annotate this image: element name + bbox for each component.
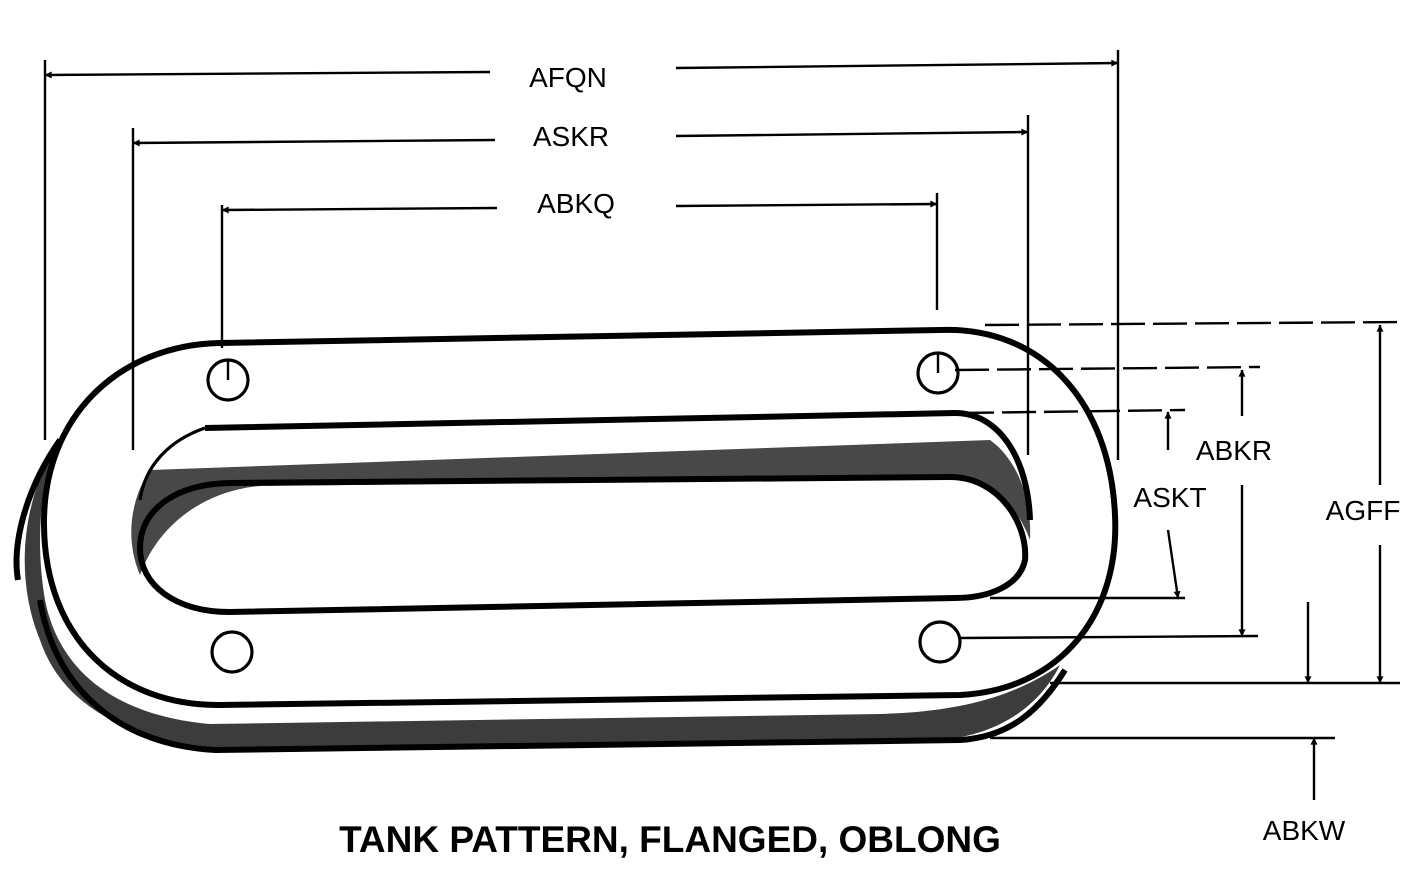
- dimension-afqn: AFQN: [43, 50, 1120, 460]
- label-abkw: ABKW: [1263, 815, 1346, 846]
- dimension-askt: ASKT: [1133, 411, 1207, 599]
- flange-bottom-edge: [37, 599, 1068, 754]
- label-askt: ASKT: [1133, 482, 1206, 513]
- opening-rim-shading: [131, 440, 1031, 575]
- label-abkq: ABKQ: [537, 188, 615, 219]
- flange-opening: [131, 409, 1033, 616]
- label-agff: AGFF: [1326, 495, 1401, 526]
- bolt-hole-bottom-right: [918, 620, 962, 664]
- flange-side-shading: [24, 440, 1060, 748]
- flange-left-edge: [13, 438, 63, 581]
- bolt-holes: [206, 351, 962, 674]
- dimension-abkr: ABKR: [1196, 369, 1272, 637]
- dimension-agff: AGFF: [1326, 324, 1401, 684]
- diagram-caption: TANK PATTERN, FLANGED, OBLONG: [339, 819, 1001, 860]
- right-extension-lines: [954, 320, 1401, 740]
- label-abkr: ABKR: [1196, 435, 1272, 466]
- opening-top-rim-left: [138, 426, 206, 501]
- opening-outline: [136, 473, 1029, 616]
- dimension-askr: ASKR: [131, 115, 1030, 455]
- label-askr: ASKR: [533, 121, 609, 152]
- label-afqn: AFQN: [529, 62, 607, 93]
- bolt-hole-bottom-left: [210, 630, 254, 674]
- dimension-abkw: ABKW: [1263, 602, 1346, 846]
- dimension-abkq: ABKQ: [220, 188, 939, 348]
- flange-body: [13, 326, 1119, 754]
